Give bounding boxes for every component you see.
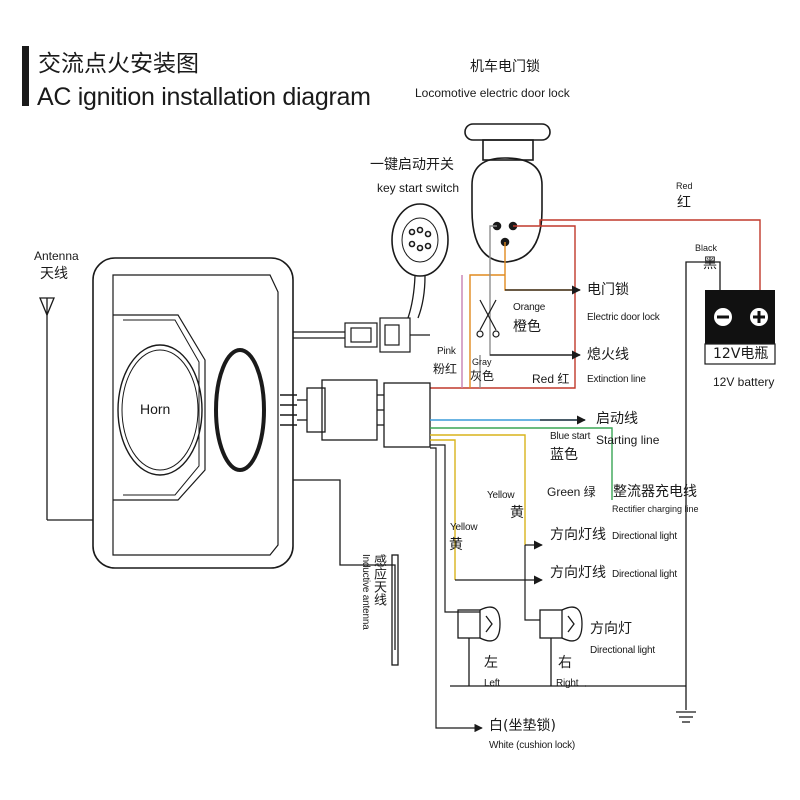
key-switch-body [391,203,449,319]
blue-label-cn: 蓝色 [550,447,578,463]
pink-label-en: Pink [437,346,456,357]
wire-red [430,219,761,389]
white-label-cn: 白(坐垫锁) [489,718,556,734]
dir1-label-en: Directional light [612,531,677,542]
yellow-label-en-1: Yellow [487,490,515,501]
yellow-label-cn-1: 黄 [510,505,524,521]
alarm-unit [92,257,297,569]
orange-label-en: Orange [513,302,546,313]
right-label-cn: 右 [558,655,572,671]
dir2-label-cn: 方向灯线 [550,565,606,581]
battery-label-en: 12V battery [713,375,775,389]
black-label-en: Black [695,243,718,253]
orange-label-cn: 橙色 [513,319,541,335]
red-wire-label: Red 红 [532,372,570,386]
black-label-cn: 黑 [703,256,717,272]
pink-label-cn: 粉红 [433,362,458,376]
ground-icon [676,711,696,723]
yellow-label-cn-2: 黄 [449,537,463,553]
battery-body [704,290,776,365]
horn-label: Horn [140,401,171,417]
antenna-icon [39,297,93,521]
bulb-icon-right [539,606,583,686]
start-label-cn: 启动线 [596,411,638,427]
key-switch-label-cn: 一键启动开关 [370,157,454,173]
rect-label-en: Rectifier charging line [612,504,699,514]
induct-label-en: Inductive antenna [360,554,371,630]
red-label-en: Red [676,181,693,191]
red-label-cn: 红 [677,195,691,211]
battery-label-cn: 12V电瓶 [713,346,769,362]
induct-label-cn: 感应天线 [371,554,386,606]
key-switch-label-en: key start switch [377,181,460,195]
left-label-en: Left [484,678,500,689]
switch-cable [293,317,430,353]
inductive-antenna-wire [293,479,399,666]
wire-black [450,261,721,710]
start-label-en: Starting line [596,433,660,447]
door-lock-label-cn: 机车电门锁 [470,59,540,75]
ext-label-en: Extinction line [587,374,646,385]
wire-yellow [430,434,526,580]
yellow-label-en-2: Yellow [450,522,478,533]
door-lock-label-en: Locomotive electric door lock [415,86,570,100]
gray-label-en: Gray [472,357,492,367]
right-label-en: Right [556,678,579,689]
antenna-label-cn: 天线 [40,266,68,282]
green-label: Green 绿 [547,485,596,499]
door-lock-body [464,123,551,263]
ext-label-cn: 熄火线 [587,347,629,363]
blue-label-en: Blue start [550,431,591,442]
harness-connectors [297,379,431,448]
wire-green [430,427,613,500]
white-label-en: White (cushion lock) [489,740,576,751]
antenna-label-en: Antenna [34,249,79,263]
title-cn: 交流点火安装图 [38,51,199,77]
dir1-label-cn: 方向灯线 [550,527,606,543]
edl-label-en: Electric door lock [587,312,660,323]
dirlight-label-en: Directional light [590,645,655,656]
rect-label-cn: 整流器充电线 [613,484,697,500]
bulb-icon-left [457,606,501,686]
gray-label-cn: 灰色 [470,369,495,383]
left-label-cn: 左 [484,655,498,671]
edl-label-cn: 电门锁 [587,282,629,298]
scissors-icon [476,299,500,338]
dir2-label-en: Directional light [612,569,677,580]
dirlight-label-cn: 方向灯 [590,621,632,637]
title-bar [22,46,29,106]
title-en: AC ignition installation diagram [37,83,371,111]
